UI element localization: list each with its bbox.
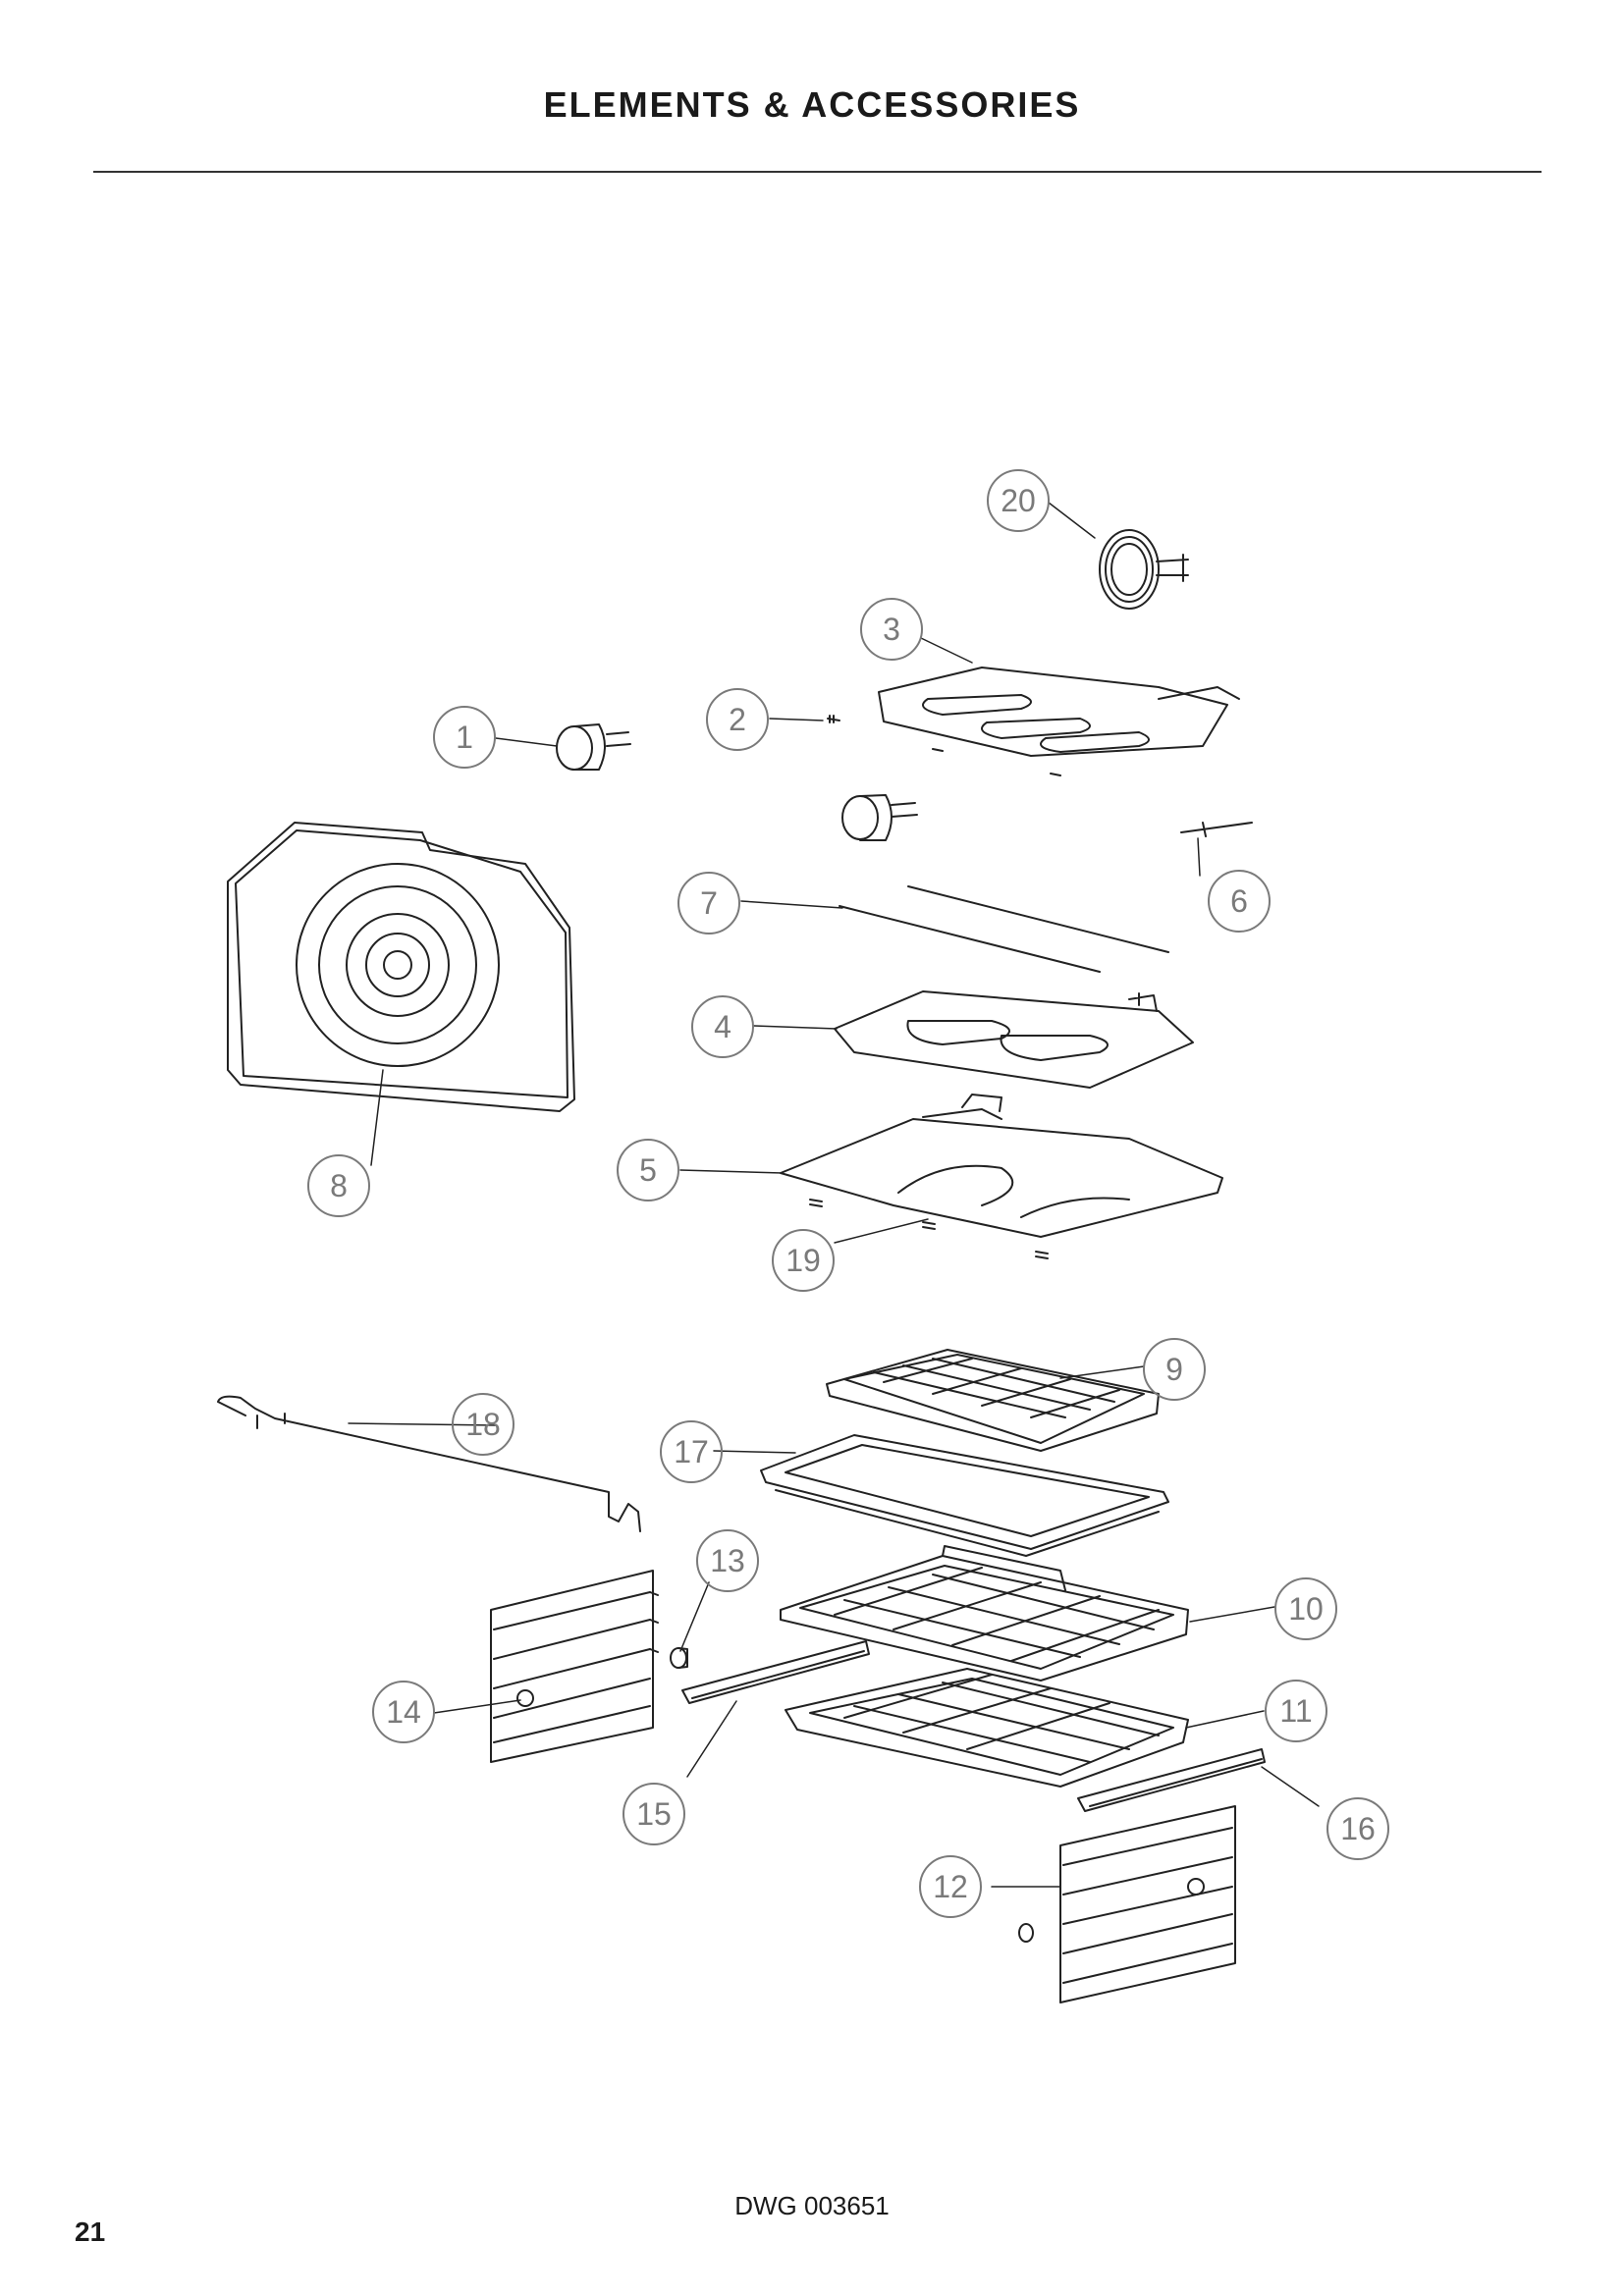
- callout-label-11: 11: [1279, 1693, 1312, 1729]
- rod-part-b: [907, 885, 1169, 953]
- thermostat-part-2: [841, 794, 918, 841]
- callout-label-14: 14: [386, 1694, 421, 1730]
- callout-label-1: 1: [456, 720, 473, 755]
- callout-label-6: 6: [1230, 883, 1248, 919]
- callout-4: 4: [691, 995, 754, 1058]
- screw-part-3: [1035, 1251, 1049, 1259]
- callout-label-2: 2: [729, 702, 746, 737]
- page-number: 21: [75, 2216, 106, 2247]
- callout-label-18: 18: [465, 1407, 501, 1442]
- callout-11: 11: [1265, 1680, 1327, 1742]
- callout-6: 6: [1208, 870, 1271, 933]
- screw-part-2: [922, 1221, 936, 1230]
- fan-cover-panel-part: [227, 822, 575, 1112]
- left-side-runner-part: [490, 1570, 659, 1763]
- drawing-number: DWG 003651: [734, 2191, 890, 2220]
- thermostat-part: [556, 723, 631, 771]
- callout-1: 1: [433, 706, 496, 769]
- callout-label-10: 10: [1288, 1591, 1324, 1627]
- callout-label-16: 16: [1340, 1811, 1376, 1846]
- baking-tray-part: [760, 1434, 1169, 1557]
- callout-16: 16: [1326, 1797, 1389, 1860]
- callout-14: 14: [372, 1681, 435, 1743]
- callout-label-3: 3: [883, 612, 900, 647]
- page-title: ELEMENTS & ACCESSORIES: [543, 84, 1081, 125]
- wire-shelf-part: [826, 1349, 1160, 1452]
- callout-8: 8: [307, 1154, 370, 1217]
- callout-17: 17: [660, 1420, 723, 1483]
- right-runner-part: [1077, 1748, 1266, 1812]
- left-runner-part: [681, 1640, 870, 1704]
- screw-part-4: [809, 1199, 823, 1207]
- callout-20: 20: [987, 469, 1050, 532]
- circular-element-part: [1099, 529, 1189, 610]
- bumper-part: [670, 1647, 688, 1669]
- callout-7: 7: [677, 872, 740, 934]
- callout-label-9: 9: [1165, 1352, 1183, 1387]
- screw-part: [827, 715, 840, 723]
- callout-19: 19: [772, 1229, 835, 1292]
- callout-label-4: 4: [714, 1009, 731, 1044]
- callout-label-5: 5: [639, 1152, 657, 1188]
- callout-15: 15: [623, 1783, 685, 1845]
- callout-label-20: 20: [1001, 483, 1036, 518]
- lower-element-part: [780, 1094, 1223, 1238]
- callout-9: 9: [1143, 1338, 1206, 1401]
- callout-2: 2: [706, 688, 769, 751]
- callout-13: 13: [696, 1529, 759, 1592]
- callout-18: 18: [452, 1393, 514, 1456]
- callout-label-8: 8: [330, 1168, 348, 1203]
- callout-5: 5: [617, 1139, 679, 1201]
- callout-12: 12: [919, 1855, 982, 1918]
- sensor-part: [1180, 822, 1253, 837]
- callouts: 20 3 2 1 6 7 4 8 5 19 9 18 17 13 10 14 1…: [307, 469, 1389, 1918]
- rack-with-sides-part: [785, 1668, 1189, 1788]
- callout-label-15: 15: [636, 1796, 672, 1832]
- oven-rack-part: [780, 1545, 1189, 1682]
- callout-label-7: 7: [700, 885, 718, 921]
- callout-label-17: 17: [674, 1434, 709, 1469]
- callout-label-13: 13: [710, 1543, 745, 1578]
- callout-3: 3: [860, 598, 923, 661]
- callout-label-12: 12: [933, 1869, 968, 1904]
- base-element-part: [834, 990, 1194, 1089]
- leader-lines: [348, 502, 1320, 1888]
- title-divider: [93, 171, 1542, 173]
- callout-10: 10: [1274, 1577, 1337, 1640]
- right-side-runner-part: [1018, 1805, 1236, 2003]
- grill-element-part: [878, 667, 1240, 776]
- callout-label-19: 19: [785, 1243, 821, 1278]
- wire-hook-part: [217, 1395, 641, 1532]
- rod-part-a: [839, 905, 1101, 973]
